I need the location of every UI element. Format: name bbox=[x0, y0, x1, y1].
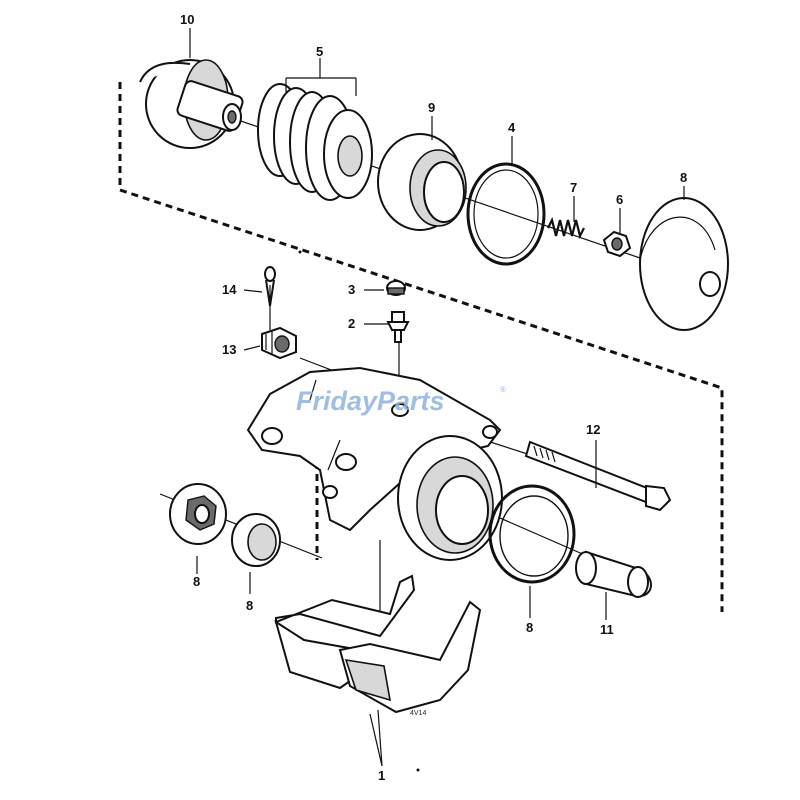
part-14-cotter-pin bbox=[264, 266, 276, 307]
caliper-body bbox=[246, 366, 503, 561]
leader-lines bbox=[189, 28, 685, 767]
part-11-guide-pin bbox=[575, 550, 652, 598]
part-6-nut bbox=[602, 230, 632, 258]
callout-10: 10 bbox=[180, 12, 194, 27]
part-7-spring bbox=[547, 216, 585, 240]
callout-2: 2 bbox=[348, 316, 355, 331]
watermark-registered: ® bbox=[500, 385, 506, 394]
part-3-bleed-cap bbox=[386, 280, 406, 296]
part-5-bellows bbox=[257, 83, 373, 201]
callout-7: 7 bbox=[570, 180, 577, 195]
callout-14: 14 bbox=[222, 282, 237, 297]
part-12-bolt bbox=[524, 440, 672, 512]
callout-9: 9 bbox=[428, 100, 435, 115]
callout-4: 4 bbox=[508, 120, 516, 135]
callout-8-center: 8 bbox=[246, 598, 253, 613]
part-8-guide-bushing-nut bbox=[169, 483, 227, 545]
callout-8-left: 8 bbox=[193, 574, 200, 589]
part-stamp: 4V14 bbox=[410, 710, 426, 717]
speck bbox=[298, 250, 302, 254]
callout-1: 1 bbox=[378, 768, 385, 783]
callout-5: 5 bbox=[316, 44, 323, 59]
part-2-bleed-screw bbox=[386, 311, 410, 343]
part-4-circlip bbox=[466, 162, 546, 266]
callout-6: 6 bbox=[616, 192, 623, 207]
part-8-sleeve bbox=[231, 513, 281, 567]
watermark-text: FridayParts bbox=[296, 386, 445, 416]
callout-labels: 10 5 9 4 7 6 8 14 3 2 13 12 8 8 8 11 1 bbox=[180, 12, 687, 783]
part-10-piston bbox=[139, 59, 244, 149]
part-9-seal-ring bbox=[377, 133, 467, 231]
callout-13: 13 bbox=[222, 342, 236, 357]
callout-8-top: 8 bbox=[680, 170, 687, 185]
watermark: FridayParts ® bbox=[296, 385, 506, 416]
part-8-piston-seal bbox=[488, 484, 576, 584]
callout-3: 3 bbox=[348, 282, 355, 297]
part-8-dust-cap bbox=[639, 197, 729, 331]
part-1-brake-pads: 4V14 bbox=[274, 574, 482, 717]
part-13-castle-nut bbox=[261, 326, 297, 360]
speck bbox=[416, 768, 420, 772]
callout-8-right: 8 bbox=[526, 620, 533, 635]
callout-12: 12 bbox=[586, 422, 600, 437]
callout-11: 11 bbox=[600, 622, 614, 637]
